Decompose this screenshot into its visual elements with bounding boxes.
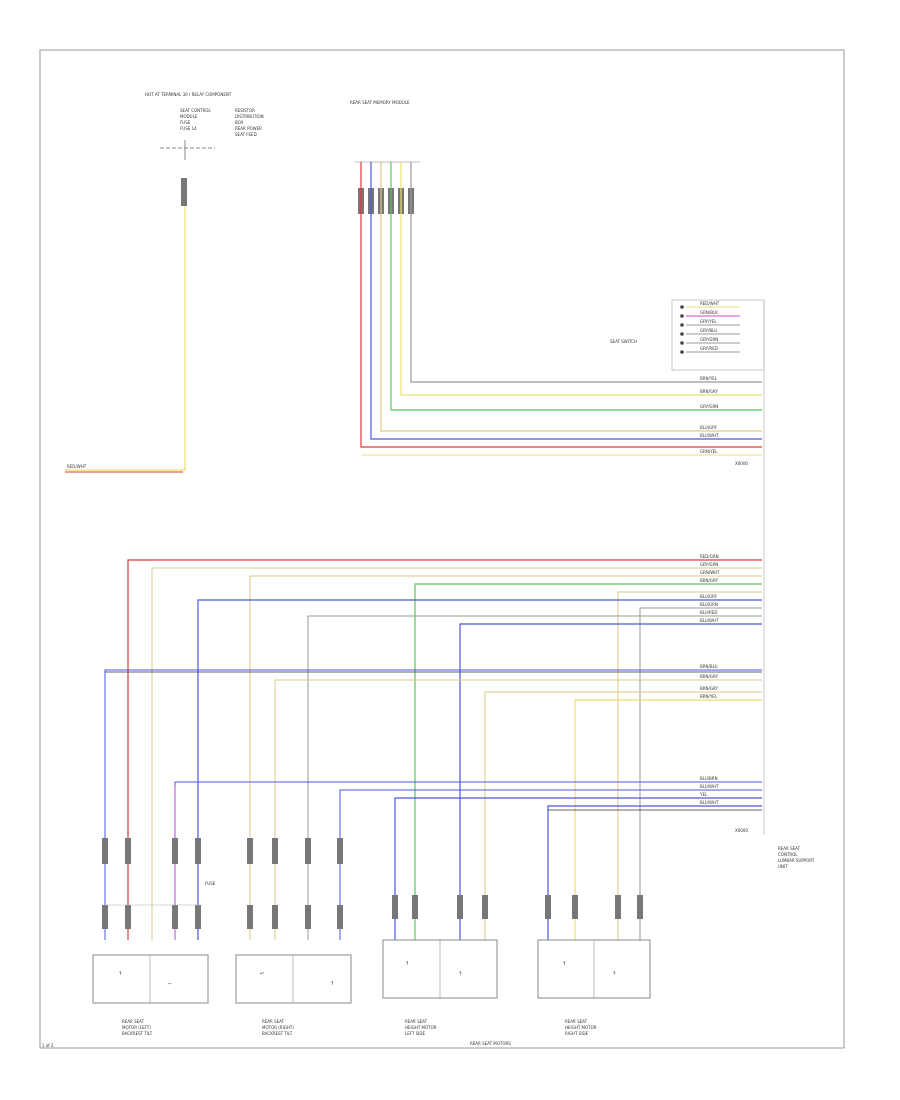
- motor-1: ↑ ⌐ REAR SEAT MOTOR (LEFT) BACKREST TILT: [92, 954, 209, 1036]
- svg-text:RIGHT SIDE: RIGHT SIDE: [565, 1031, 589, 1036]
- feed-connector: [181, 178, 187, 206]
- svg-text:↑: ↑: [612, 971, 616, 977]
- svg-text:BRN/GRY: BRN/GRY: [700, 674, 718, 679]
- svg-text:↑: ↑: [118, 971, 122, 977]
- feed-wire-yellow: [65, 206, 186, 471]
- svg-text:BLU/BRN: BLU/BRN: [700, 776, 718, 781]
- top-note-1: SEAT CONTROL: [180, 108, 212, 113]
- svg-text:BLU/WHT: BLU/WHT: [700, 618, 719, 623]
- right-module-label-1: REAR SEAT: [778, 846, 801, 851]
- svg-text:BLU/RED: BLU/RED: [700, 610, 717, 615]
- switch-pin-2: GRN/BLK: [700, 310, 718, 315]
- upper-wire-labels: BRN/YEL BRN/GRY GRY/GRN BLU/GRY BLU/WHT …: [700, 376, 748, 466]
- top-right-note-5: SEAT FEED: [235, 132, 257, 137]
- right-module-label-2: CONTROL: [778, 852, 798, 857]
- top-right-note-2: DISTRIBUTION: [235, 114, 264, 119]
- svg-text:↑: ↑: [562, 961, 566, 967]
- svg-text:BLU/WHT: BLU/WHT: [700, 433, 719, 438]
- right-module-label-3: LUMBAR SUPPORT: [778, 858, 815, 863]
- svg-text:REAR SEAT: REAR SEAT: [405, 1019, 428, 1024]
- top-right-note-1: RESISTOR: [235, 108, 255, 113]
- svg-text:↑: ↑: [405, 961, 409, 967]
- lower-wire-labels: RED/GRN GRY/GRN GRN/WHT BRN/GRY BLU/GRY …: [699, 554, 720, 805]
- svg-text:GRN/WHT: GRN/WHT: [700, 570, 720, 575]
- top-note-3: FUSE: [180, 120, 191, 125]
- svg-text:BLU/WHT: BLU/WHT: [700, 784, 719, 789]
- svg-text:↑: ↑: [458, 971, 462, 977]
- switch-block-label: SEAT SWITCH: [610, 339, 637, 344]
- seat-module-header: REAR SEAT MEMORY MODULE: [350, 100, 410, 105]
- seat-switch-block: SEAT SWITCH RED/WHT GRN/BLK GRY/YEL GRY/…: [610, 299, 765, 371]
- svg-text:BLU/GRY: BLU/GRY: [700, 425, 718, 430]
- svg-text:⌐: ⌐: [168, 981, 172, 987]
- motor-3: ↑ ↑ REAR SEAT HEIGHT MOTOR LEFT SIDE: [382, 939, 498, 1036]
- motor-connectors: FUSE: [102, 838, 643, 929]
- svg-text:LEFT SIDE: LEFT SIDE: [405, 1031, 426, 1036]
- connector-mid-label: X0000: [735, 461, 748, 466]
- motor-2: ↵ ↑ REAR SEAT MOTOR (RIGHT) BACKREST TIL…: [235, 954, 352, 1036]
- svg-text:GRN/YEL: GRN/YEL: [700, 449, 718, 454]
- memory-module-wires: REAR SEAT MEMORY MODULE: [350, 100, 762, 456]
- svg-text:BLU/GRY: BLU/GRY: [700, 594, 718, 599]
- svg-text:X0000: X0000: [735, 828, 748, 833]
- svg-text:↑: ↑: [330, 981, 334, 987]
- switch-pin-3: GRY/YEL: [700, 319, 717, 324]
- switch-pins: RED/WHT GRN/BLK GRY/YEL GRY/BLU GRY/GRN …: [680, 301, 740, 354]
- svg-text:BRN/GRY: BRN/GRY: [700, 686, 718, 691]
- svg-text:BRN/GRY: BRN/GRY: [700, 389, 718, 394]
- left-wire-label: RED/WHT: [67, 464, 87, 469]
- svg-text:BACKREST TILT: BACKREST TILT: [262, 1031, 293, 1036]
- svg-text:MOTOR (RIGHT): MOTOR (RIGHT): [262, 1025, 294, 1030]
- svg-text:MOTOR (LEFT): MOTOR (LEFT): [122, 1025, 151, 1030]
- svg-text:REAR SEAT: REAR SEAT: [262, 1019, 285, 1024]
- svg-text:BACKREST TILT: BACKREST TILT: [122, 1031, 153, 1036]
- lower-harness: [104, 559, 762, 940]
- top-right-note-4: REAR POWER: [235, 126, 262, 131]
- top-right-note-3: BOX: [235, 120, 244, 125]
- page-number: 1 of 2: [42, 1043, 54, 1048]
- svg-text:HEIGHT MOTOR: HEIGHT MOTOR: [405, 1025, 437, 1030]
- svg-text:BRN/BLU: BRN/BLU: [700, 664, 718, 669]
- top-component-label: HOT AT TERMINAL 30 / RELAY COMPONENT: [145, 92, 232, 97]
- page-border: [39, 49, 845, 1049]
- switch-pin-1: RED/WHT: [700, 301, 720, 306]
- bottom-center-label: REAR SEAT MOTORS: [470, 1041, 511, 1046]
- right-module-label-4: UNIT: [778, 864, 788, 869]
- switch-pin-5: GRY/GRN: [700, 337, 718, 342]
- svg-text:BLU/WHT: BLU/WHT: [700, 800, 719, 805]
- svg-text:HEIGHT MOTOR: HEIGHT MOTOR: [565, 1025, 597, 1030]
- svg-text:YEL: YEL: [699, 792, 708, 797]
- svg-text:RED/GRN: RED/GRN: [700, 554, 719, 559]
- top-feed-component: HOT AT TERMINAL 30 / RELAY COMPONENT SEA…: [65, 92, 264, 473]
- switch-pin-6: GRY/RED: [700, 346, 718, 351]
- svg-text:BLU/GRN: BLU/GRN: [700, 602, 718, 607]
- svg-text:BRN/YEL: BRN/YEL: [700, 376, 718, 381]
- switch-pin-4: GRY/BLU: [700, 328, 717, 333]
- svg-text:REAR SEAT: REAR SEAT: [122, 1019, 145, 1024]
- svg-text:BRN/YEL: BRN/YEL: [700, 694, 718, 699]
- right-module-edge: X0000 REAR SEAT CONTROL LUMBAR SUPPORT U…: [735, 300, 815, 869]
- svg-text:REAR SEAT: REAR SEAT: [565, 1019, 588, 1024]
- top-note-4: FUSE 14: [180, 126, 197, 131]
- svg-text:GRY/GRN: GRY/GRN: [700, 404, 718, 409]
- top-note-2: MODULE: [180, 114, 198, 119]
- motor-fuse-label: FUSE: [205, 881, 216, 886]
- svg-text:↵: ↵: [260, 971, 264, 977]
- svg-text:GRY/GRN: GRY/GRN: [700, 562, 718, 567]
- svg-text:BRN/GRY: BRN/GRY: [700, 578, 718, 583]
- motor-4: ↑ ↑ REAR SEAT HEIGHT MOTOR RIGHT SIDE: [537, 939, 651, 1036]
